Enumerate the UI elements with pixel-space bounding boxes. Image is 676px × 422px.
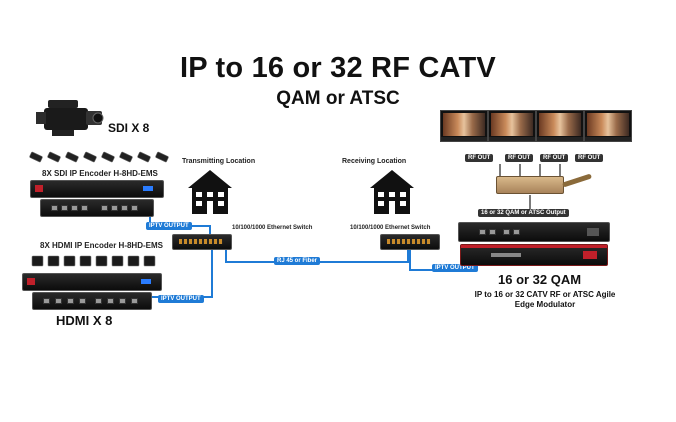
rj45-fiber-tag: RJ 45 or Fiber [274, 257, 321, 265]
sdi-encoder-rear-panel [40, 199, 154, 217]
tv-monitor-icon [488, 110, 536, 142]
sdi-encoder-device [30, 180, 164, 198]
tv-monitor-icon [440, 110, 488, 142]
receive-switch-label: 10/100/1000 Ethernet Switch [350, 225, 431, 231]
receive-location-label: Receiving Location [342, 158, 407, 165]
sdi-iptv-output-tag: IPTV OUTPUT [146, 222, 192, 230]
sdi-count-label: SDI X 8 [108, 121, 150, 135]
hdmi-connector-icon [31, 255, 156, 267]
sdi-connector-row [26, 150, 176, 166]
status-led [141, 279, 151, 284]
diagram-title: IP to 16 or 32 RF CATV [180, 52, 496, 84]
rf-out-label-4: RF OUT [575, 154, 604, 162]
transmit-switch-label: 10/100/1000 Ethernet Switch [232, 225, 313, 231]
rf-out-label-3: RF OUT [540, 154, 569, 162]
brand-logo [35, 185, 43, 192]
tv-monitor-icon [584, 110, 632, 142]
transmit-ethernet-switch [172, 234, 232, 250]
hdmi-encoder-rear-panel [32, 292, 152, 310]
rf-out-label-2: RF OUT [505, 154, 534, 162]
qam-description-line2: Edge Modulator [514, 300, 576, 309]
status-led [143, 186, 153, 191]
brand-logo [27, 278, 35, 285]
hdmi-count-label: HDMI X 8 [56, 313, 113, 328]
rf-splitter [496, 176, 564, 194]
bnc-connector-icon [29, 151, 169, 163]
qam-output-label: 16 or 32 QAM or ATSC Output [478, 209, 569, 217]
building-icon [370, 170, 414, 214]
transmit-location-label: Transmitting Location [182, 158, 256, 165]
diagram-subtitle: QAM or ATSC [276, 88, 400, 109]
hdmi-encoder-device [22, 273, 162, 291]
receive-ethernet-switch [380, 234, 440, 250]
hdmi-iptv-output-tag: IPTV OUTPUT [158, 295, 204, 303]
qam-modulator-front [460, 244, 608, 266]
qam-modulator-rear [458, 222, 610, 242]
qam-description-line1: IP to 16 or 32 CATV RF or ATSC Agile [474, 290, 616, 299]
video-camera-icon [36, 100, 104, 136]
hdmi-encoder-label: 8X HDMI IP Encoder H-8HD-EMS [40, 241, 163, 250]
rf-out-label-1: RF OUT [465, 154, 494, 162]
hdmi-connector-row [30, 254, 160, 268]
sdi-encoder-label: 8X SDI IP Encoder H-8HD-EMS [42, 169, 158, 178]
building-icon [188, 170, 232, 214]
qam-title: 16 or 32 QAM [498, 272, 582, 287]
tv-monitor-icon [536, 110, 584, 142]
receive-iptv-output-tag: IPTV OUTPUT [432, 264, 478, 272]
